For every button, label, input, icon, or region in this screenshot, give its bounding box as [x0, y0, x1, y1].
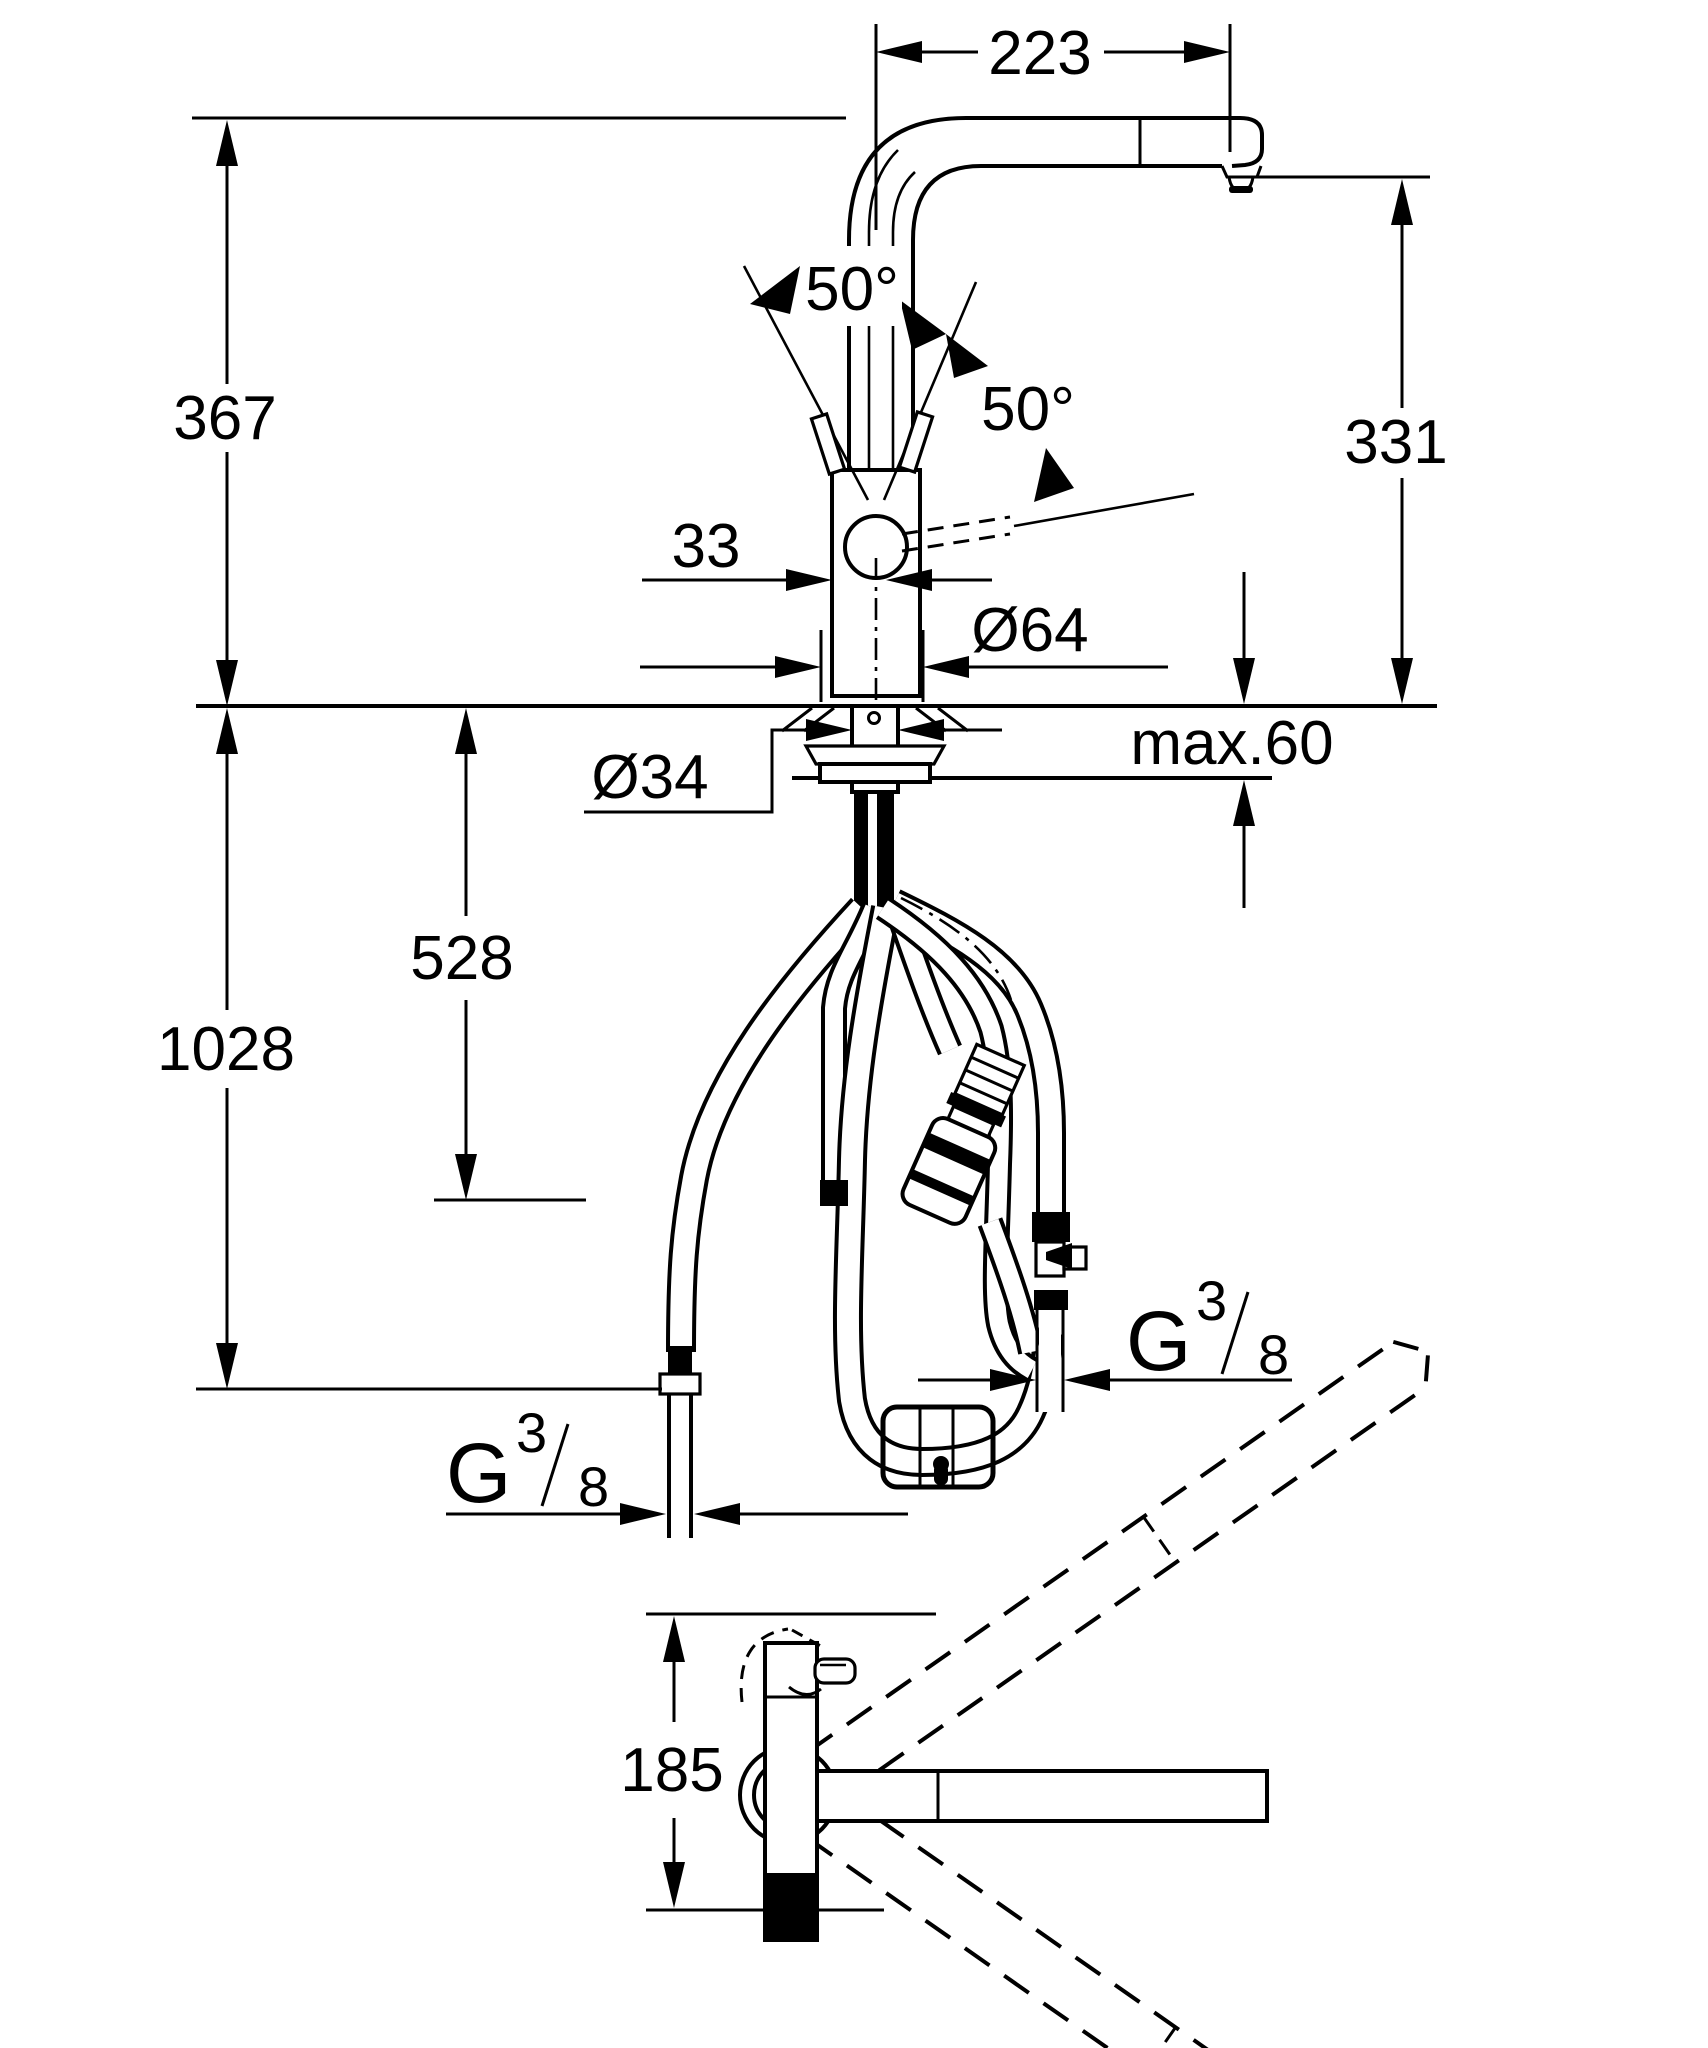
spout-outer-outline: [847, 116, 1264, 470]
thread-left-denominator: 8: [578, 1455, 609, 1518]
thread-left-numerator: 3: [516, 1401, 547, 1464]
dimension-lines: [192, 24, 1430, 1912]
handle-tip-left: [809, 411, 847, 477]
left-hose-fitting: [668, 1346, 692, 1376]
plan-handle-solid-arc: [788, 1685, 822, 1696]
dim-max-thickness-label: max.60: [1130, 709, 1333, 778]
dim-lever-offset-label: 33: [672, 512, 741, 581]
thread-right-prefix: G: [1126, 1294, 1191, 1388]
dimension-labels: 223 367 331 50° 50° 33 Ø64 Ø34 max.60 52…: [157, 19, 1448, 1805]
aerator-cup: [1220, 165, 1263, 179]
dim-plan-depth-label: 185: [620, 1736, 723, 1805]
dim-base-diameter-label: Ø64: [971, 596, 1088, 665]
dim-hole-diameter-label: Ø34: [591, 743, 708, 812]
aerator-lip: [1229, 186, 1253, 193]
swivel-position-lower: [806, 1790, 1427, 2048]
thread-left-prefix: G: [446, 1426, 511, 1520]
swivel-position-upper: [806, 1339, 1431, 1800]
dim-outlet-height-label: 331: [1344, 408, 1447, 477]
hose-bundle-1: [854, 790, 868, 914]
thread-right-denominator: 8: [1258, 1323, 1289, 1386]
dim-swing-side-label: 50°: [981, 375, 1075, 444]
mounting-nut: [818, 762, 932, 784]
label-patch: [804, 246, 902, 326]
lever-down-axis: [1013, 492, 1195, 528]
short-hose-fitting: [820, 1180, 848, 1206]
swing-arc-arrow-right-1: [900, 300, 946, 350]
dim-hose-drop-long-label: 1028: [157, 1015, 295, 1084]
thread-right-numerator: 3: [1196, 1269, 1227, 1332]
left-hose-nut: [658, 1372, 702, 1396]
swing-arc-arrow-right-2: [946, 334, 988, 378]
dim-swing-front-label: 50°: [805, 255, 899, 324]
plan-handle-dashed-arc: [739, 1627, 789, 1703]
side-swing-arc-arrow: [1034, 448, 1074, 502]
dim-spout-reach-label: 223: [988, 19, 1091, 88]
lever-down-dash-1: [901, 515, 1011, 536]
plan-spout-bar: [815, 1769, 1269, 1823]
plan-view: [738, 1339, 1431, 2048]
shank-screw-hole: [867, 711, 881, 725]
lever-down-dash-2: [901, 532, 1011, 553]
pullout-path-dashdot: [900, 896, 1013, 1001]
dim-hose-drop-short-label: 528: [410, 924, 513, 993]
counter-and-connections: [196, 704, 1437, 1538]
quick-connector: [900, 1042, 1027, 1226]
dim-spout-height-label: 367: [173, 384, 276, 453]
mounting-washer: [803, 744, 947, 766]
plan-handle-pin: [813, 1657, 857, 1685]
spout-inner-outline: [911, 164, 1222, 470]
connection-hoses: [666, 889, 1066, 1538]
plan-body-base: [765, 1873, 817, 1940]
right-supply-valve: [1032, 1212, 1088, 1412]
hose-counterweight: [880, 1404, 996, 1490]
pullout-hose-line-2: [891, 171, 916, 233]
plan-handle-dashed-seg: [791, 1628, 827, 1651]
handle-tip-right: [897, 409, 935, 475]
hose-bundle-2: [877, 790, 894, 914]
swing-arc-arrow-left: [750, 266, 800, 314]
